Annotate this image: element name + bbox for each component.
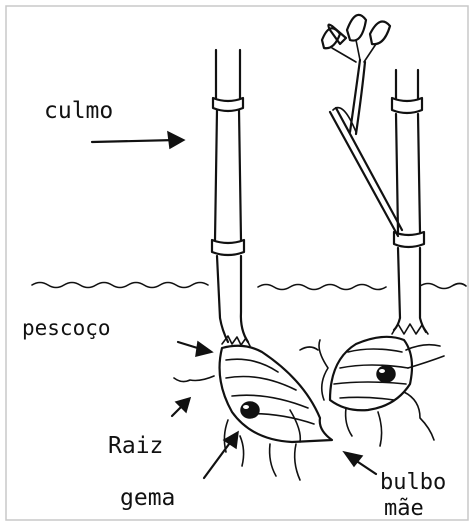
label-raiz: Raiz: [108, 435, 163, 458]
arrow-bulbo-mae: [344, 452, 376, 474]
ground-line: [32, 283, 466, 290]
label-gema: gema: [120, 487, 175, 510]
label-mae: mãe: [384, 498, 424, 520]
bud-mother: [377, 366, 395, 382]
arrow-culmo: [92, 132, 184, 148]
arrow-raiz: [172, 398, 190, 416]
culm-right: [392, 70, 428, 334]
rhizome-bulb-mother: [330, 337, 412, 410]
arrow-pescoco: [178, 342, 212, 356]
label-pescoco: pescoço: [22, 318, 111, 339]
arrow-gema: [204, 432, 238, 478]
culm-left: [212, 50, 250, 346]
label-bulbo: bulbo: [380, 472, 446, 494]
label-culmo: culmo: [44, 100, 113, 123]
branch-with-leaves: [322, 15, 402, 236]
rhizome-bulb-left: [220, 346, 332, 442]
bud-gema: [241, 402, 259, 418]
